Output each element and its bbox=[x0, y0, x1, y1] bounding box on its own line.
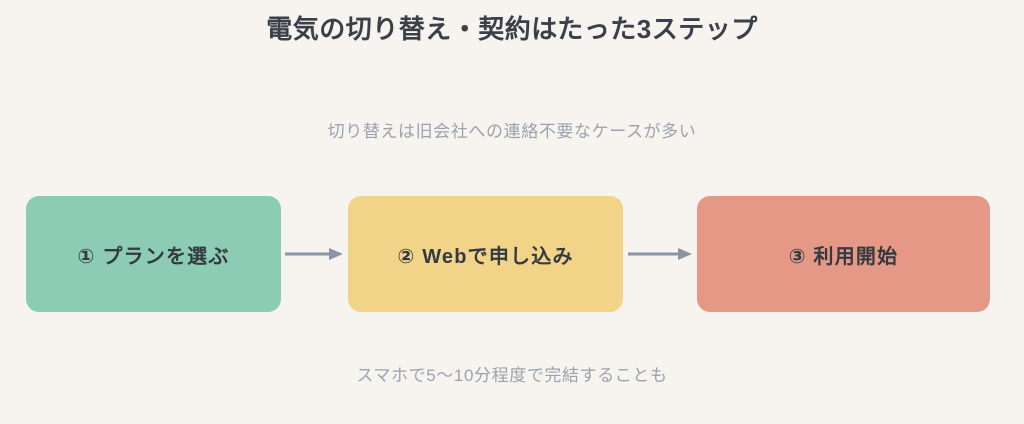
step-box-2: ② Webで申し込み bbox=[348, 196, 623, 312]
arrow-step1-to-step2 bbox=[285, 246, 345, 262]
subtitle-note: 切り替えは旧会社への連絡不要なケースが多い bbox=[327, 122, 697, 141]
caption-note: スマホで5〜10分程度で完結することも bbox=[356, 366, 668, 385]
page-title: 電気の切り替え・契約はたった3ステップ bbox=[266, 14, 758, 44]
step-flow: ① プランを選ぶ ② Webで申し込み ③ 利用開始 bbox=[0, 196, 1024, 312]
step-label-1: ① プランを選ぶ bbox=[77, 245, 230, 268]
step-label-2: ② Webで申し込み bbox=[397, 245, 574, 268]
arrow-step2-to-step3 bbox=[628, 246, 694, 262]
step-box-1: ① プランを選ぶ bbox=[26, 196, 281, 312]
step-box-3: ③ 利用開始 bbox=[697, 196, 990, 312]
step-label-3: ③ 利用開始 bbox=[788, 245, 899, 268]
